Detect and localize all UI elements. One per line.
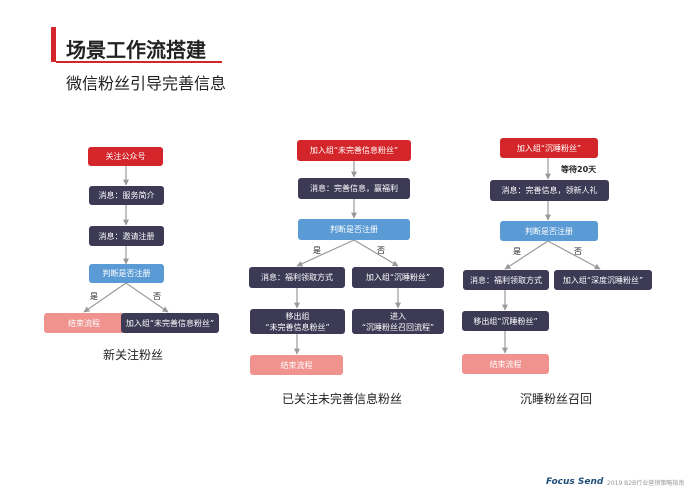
f1-caption: 新关注粉丝 (103, 348, 164, 362)
title-underline (56, 61, 222, 63)
f3-node-check-registered: 判断是否注册 (500, 221, 598, 241)
f3-node-join-deep-dormant: 加入组“深度沉睡粉丝” (554, 270, 652, 290)
f3-node-join-dormant: 加入组“沉睡粉丝” (500, 138, 598, 158)
f2-node-join-incomplete: 加入组“未完善信息粉丝” (297, 140, 411, 161)
f3-node-end: 结束流程 (462, 354, 549, 374)
f1-label-no: 否 (153, 292, 161, 301)
f2-node-join-dormant: 加入组“沉睡粉丝” (352, 267, 444, 288)
f1-node-service-intro: 消息：服务简介 (89, 186, 164, 205)
f3-node-remove-dormant: 移出组“沉睡粉丝” (462, 311, 549, 331)
title-accent-bar (51, 27, 56, 62)
f2-node-enter-recall: 进入 “沉睡粉丝召回流程” (352, 309, 444, 334)
f2-arrow-yes (296, 239, 355, 267)
f1-label-yes: 是 (90, 292, 98, 301)
f3-arrow-yes (504, 240, 549, 270)
f1-arrow-yes (83, 282, 127, 313)
f2-node-benefit-method: 消息：福利领取方式 (249, 267, 345, 288)
f1-node-end: 结束流程 (44, 313, 124, 333)
f2-label-no: 否 (377, 246, 385, 255)
f3-arrow-no (547, 240, 601, 270)
f2-node-end: 结束流程 (250, 355, 343, 375)
page-title: 场景工作流搭建 (66, 38, 206, 62)
footer-text: 2019 B2B行业营销策略指南 (607, 480, 685, 487)
f1-node-check-registered: 判断是否注册 (89, 264, 164, 283)
f2-node-remove-incomplete: 移出组 “未完善信息粉丝” (250, 309, 345, 334)
f1-node-join-incomplete: 加入组“未完善信息粉丝” (121, 313, 219, 333)
f3-node-complete-info-gift: 消息：完善信息，领新人礼 (490, 180, 609, 201)
f2-node-check-registered: 判断是否注册 (298, 219, 410, 240)
brand-logo: Focus Send (546, 477, 604, 487)
f3-label-no: 否 (574, 247, 582, 256)
f3-label-wait: 等待20天 (561, 165, 597, 174)
f2-label-yes: 是 (313, 246, 321, 255)
f2-caption: 已关注未完善信息粉丝 (282, 392, 403, 406)
f3-caption: 沉睡粉丝召回 (520, 392, 593, 406)
f1-node-invite-register: 消息：邀请注册 (89, 226, 164, 246)
f2-node-complete-info: 消息：完善信息，赢福利 (298, 178, 410, 199)
f1-node-follow: 关注公众号 (88, 147, 163, 166)
f3-node-benefit-method: 消息：福利领取方式 (463, 270, 549, 290)
f3-label-yes: 是 (513, 247, 521, 256)
page-subtitle: 微信粉丝引导完善信息 (66, 74, 227, 93)
f1-arrow-no (125, 282, 169, 313)
f2-arrow-no (353, 239, 399, 267)
